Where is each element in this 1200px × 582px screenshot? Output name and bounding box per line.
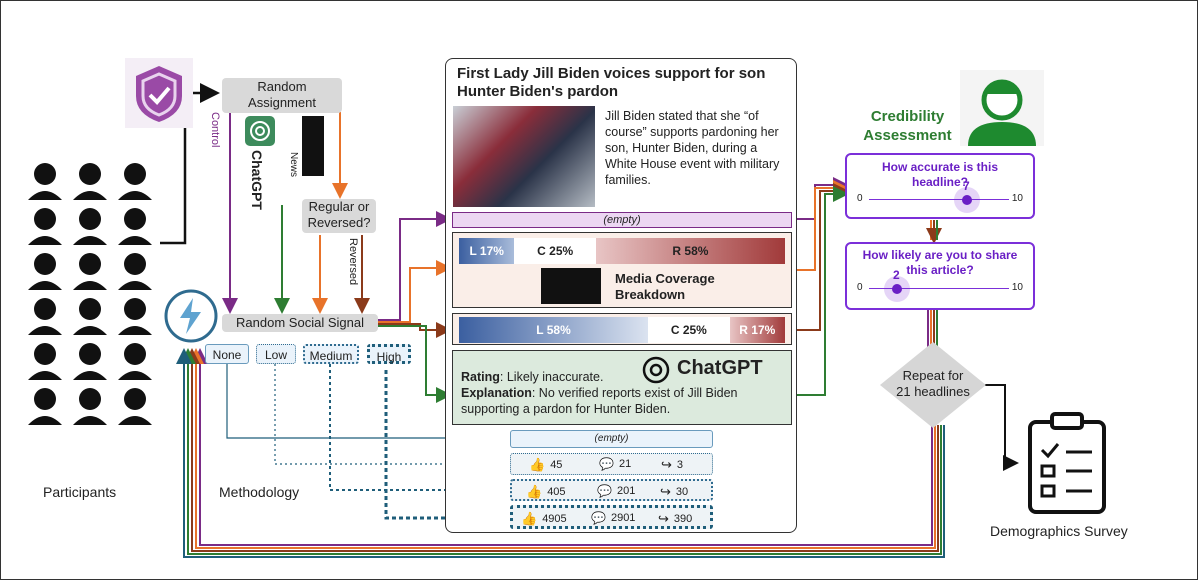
share-slider-handle[interactable] xyxy=(884,276,910,302)
engagement-none-row: (empty) xyxy=(510,430,713,448)
accuracy-slider-track[interactable] xyxy=(869,199,1009,200)
share-min: 0 xyxy=(857,282,863,293)
chatgpt-logo-icon xyxy=(641,355,671,385)
article-body: Jill Biden stated that she “of course” s… xyxy=(605,109,780,187)
coverage-reversed-center-segment: C 25% xyxy=(648,317,730,343)
ground-news-logo-icon xyxy=(541,268,601,304)
coverage-bar: L 17% C 25% R 58% xyxy=(459,238,785,264)
shares[interactable]: ↪3 xyxy=(661,457,683,473)
chatgpt-rating-card: ChatGPT Rating: Likely inaccurate. Expla… xyxy=(452,350,792,425)
explanation-value: : No verified reports exist of Jill Bide… xyxy=(461,386,738,416)
article-headline: First Lady Jill Biden voices support for… xyxy=(457,65,766,100)
coverage-title: Media Coverage Breakdown xyxy=(615,271,715,302)
share-icon: ↪ xyxy=(658,511,669,526)
share-slider-track[interactable] xyxy=(869,288,1009,289)
person-icon xyxy=(960,70,1044,146)
accuracy-question: How accurate is this headline? xyxy=(881,160,999,189)
chatgpt-rating: Rating: Likely inaccurate. xyxy=(461,369,661,385)
share-question-card: How likely are you to share this article… xyxy=(845,242,1035,310)
rating-key: Rating xyxy=(461,370,500,384)
engagement-low-row: 👍45 💬21 ↪3 xyxy=(510,453,713,475)
credibility-title: Credibility Assessment xyxy=(863,108,952,144)
likes[interactable]: 👍 4905 xyxy=(521,511,567,527)
share-icon: ↪ xyxy=(661,457,672,472)
comments-count: 21 xyxy=(618,458,632,470)
chatgpt-brand: ChatGPT xyxy=(677,357,763,379)
likes-count: 45 xyxy=(550,459,563,471)
comment-icon: 💬 xyxy=(591,511,606,525)
coverage-reversed-left-segment: L 58% xyxy=(459,317,649,343)
repeat-decision: Repeat for 21 headlines xyxy=(878,340,988,430)
shares[interactable]: ↪ 390 xyxy=(658,511,692,527)
thumbs-up-icon: 👍 xyxy=(521,511,538,526)
shares-count: 3 xyxy=(676,459,684,471)
repeat-label: Repeat for 21 headlines xyxy=(896,368,970,399)
comments[interactable]: 💬 201 xyxy=(597,484,635,498)
news-label: News xyxy=(288,152,299,178)
coverage-center-segment: C 25% xyxy=(514,238,596,264)
likes-count: 4905 xyxy=(542,513,567,525)
control-empty-card: (empty) xyxy=(452,212,792,228)
likes[interactable]: 👍 405 xyxy=(526,484,566,500)
ground-news-logo-icon xyxy=(302,116,324,176)
comments-count: 2901 xyxy=(610,512,636,524)
coverage-reversed-bar: L 58% C 25% R 17% xyxy=(459,317,785,343)
comment-icon: 💬 xyxy=(597,484,612,498)
signal-none-button[interactable]: None xyxy=(205,344,249,364)
comments-count: 201 xyxy=(616,485,636,497)
engagement-medium-row: 👍 405 💬 201 ↪ 30 xyxy=(510,479,713,501)
random-social-signal-box: Random Social Signal xyxy=(222,314,378,332)
coverage-left-segment: L 17% xyxy=(459,238,515,264)
chatgpt-logo-icon xyxy=(245,116,275,146)
survey-label: Demographics Survey xyxy=(990,523,1128,539)
chatgpt-explanation: Explanation: No verified reports exist o… xyxy=(461,385,783,417)
clipboard-icon xyxy=(1022,410,1112,515)
engagement-high-row: 👍 4905 💬 2901 ↪ 390 xyxy=(510,505,713,529)
thumbs-up-icon: 👍 xyxy=(526,484,543,499)
shares[interactable]: ↪ 30 xyxy=(660,484,688,500)
participant-grid xyxy=(25,160,160,430)
share-max: 10 xyxy=(1011,282,1023,293)
media-coverage-reversed-card: L 58% C 25% R 17% xyxy=(452,313,792,345)
likes-count: 405 xyxy=(547,486,566,498)
accuracy-min: 0 xyxy=(857,193,863,204)
control-label: Control xyxy=(209,112,221,148)
reversed-label: Reversed xyxy=(347,238,359,286)
likes[interactable]: 👍 45 xyxy=(529,457,562,473)
share-icon: ↪ xyxy=(660,484,671,499)
shares-count: 30 xyxy=(675,486,689,498)
accuracy-value: 7 xyxy=(963,179,970,193)
share-question: How likely are you to share this article… xyxy=(862,248,1018,277)
accuracy-slider-handle[interactable] xyxy=(954,187,980,213)
participant-silhouettes-icon xyxy=(28,163,152,425)
shares-count: 390 xyxy=(673,513,693,525)
accuracy-question-card: How accurate is this headline? 0 10 7 xyxy=(845,153,1035,219)
coverage-reversed-right-segment: R 17% xyxy=(729,317,785,343)
rating-value: : Likely inaccurate. xyxy=(499,370,604,384)
comments[interactable]: 💬 2901 xyxy=(591,511,635,525)
coverage-right-segment: R 58% xyxy=(595,238,785,264)
signal-high-button[interactable]: High xyxy=(367,344,411,364)
chatgpt-label: ChatGPT xyxy=(249,150,265,210)
accuracy-max: 10 xyxy=(1011,193,1023,204)
explanation-key: Explanation xyxy=(461,386,532,400)
media-coverage-card: L 17% C 25% R 58% Media Coverage Breakdo… xyxy=(452,232,792,308)
article-photo xyxy=(453,106,595,207)
control-empty-label: empty xyxy=(607,214,637,226)
comment-icon: 💬 xyxy=(599,457,614,471)
signal-medium-button[interactable]: Medium xyxy=(303,344,359,364)
random-assignment-box: Random Assignment xyxy=(222,78,342,113)
signal-low-button[interactable]: Low xyxy=(256,344,296,364)
participants-label: Participants xyxy=(43,484,117,500)
thumbs-up-icon: 👍 xyxy=(529,457,546,472)
methodology-label: Methodology xyxy=(219,484,300,500)
comments[interactable]: 💬 21 xyxy=(599,457,631,471)
regular-reversed-box: Regular or Reversed? xyxy=(302,199,376,233)
shield-check-icon xyxy=(125,58,193,128)
lightning-icon xyxy=(163,288,219,344)
share-value: 2 xyxy=(893,268,900,282)
